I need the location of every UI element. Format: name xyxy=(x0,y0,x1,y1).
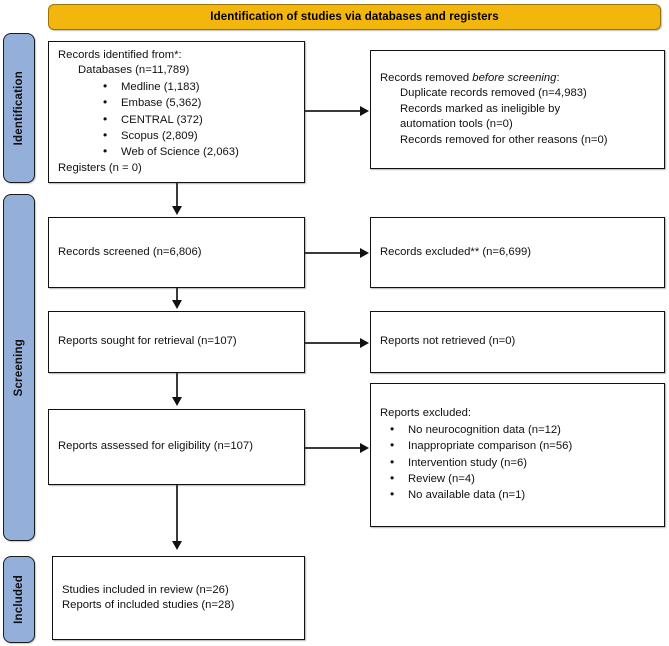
bullet-icon: • xyxy=(103,144,108,159)
connector-screened-to-excluded xyxy=(305,252,362,254)
box-studies-included-body: Studies included in review (n=26) Report… xyxy=(53,583,304,614)
reports-excluded-heading: Reports excluded: xyxy=(380,407,472,420)
box-records-removed: Records removed before screening: Duplic… xyxy=(370,50,665,169)
box-records-identified: Records identified from*: Databases (n=1… xyxy=(48,41,305,183)
connector-sought-to-not-retrieved xyxy=(305,342,362,344)
records-screened-text: Records screened (n=6,806) xyxy=(58,245,202,258)
exclusion-reason-label: Inappropriate comparison (n=56) xyxy=(408,440,573,453)
studies-included-line1: Studies included in review (n=26) xyxy=(62,583,229,596)
database-source-item: • Web of Science (2,063) xyxy=(58,144,295,160)
exclusion-reason-item: • Review (n=4) xyxy=(380,471,655,487)
database-source-label: Web of Science (2,063) xyxy=(121,146,239,159)
box-records-identified-body: Records identified from*: Databases (n=1… xyxy=(49,48,304,176)
arrow-assessed-to-reports-excluded xyxy=(360,443,369,453)
connector-sought-to-assessed xyxy=(176,373,178,399)
bullet-icon: • xyxy=(103,127,108,142)
box-records-excluded: Records excluded** (n=6,699) xyxy=(370,217,665,288)
box-reports-excluded-reasons-body: Reports excluded: • No neurocognition da… xyxy=(371,406,664,503)
box-studies-included: Studies included in review (n=26) Report… xyxy=(52,556,305,640)
records-excluded-text: Records excluded** (n=6,699) xyxy=(380,245,532,258)
bullet-icon: • xyxy=(390,421,395,436)
arrow-sought-to-not-retrieved xyxy=(360,338,369,348)
box-reports-not-retrieved-body: Reports not retrieved (n=0) xyxy=(371,334,664,349)
box-records-screened-body: Records screened (n=6,806) xyxy=(49,245,304,260)
exclusion-reason-item: • Intervention study (n=6) xyxy=(380,455,655,471)
database-source-label: Medline (1,183) xyxy=(121,80,200,93)
connector-identified-to-removed xyxy=(305,110,362,112)
database-source-label: Embase (5,362) xyxy=(121,97,202,110)
arrow-screened-to-excluded xyxy=(360,248,369,258)
arrow-identified-to-removed xyxy=(360,106,369,116)
records-removed-line: Records removed for other reasons (n=0) xyxy=(400,133,608,146)
connector-screened-to-sought xyxy=(176,288,178,302)
bullet-icon: • xyxy=(390,438,395,453)
connector-assessed-to-reports-excluded xyxy=(305,447,362,449)
studies-included-line2: Reports of included studies (n=28) xyxy=(62,599,235,611)
exclusion-reason-label: No neurocognition data (n=12) xyxy=(408,423,561,436)
records-identified-registers: Registers (n = 0) xyxy=(58,161,142,174)
box-records-screened: Records screened (n=6,806) xyxy=(48,217,305,288)
stage-screening-text: Screening xyxy=(13,338,25,397)
reports-not-retrieved-text: Reports not retrieved (n=0) xyxy=(380,335,516,348)
bullet-icon: • xyxy=(390,470,395,485)
stage-identification-text: Identification xyxy=(13,70,25,146)
arrow-sought-to-assessed xyxy=(172,397,182,406)
reports-assessed-text: Reports assessed for eligibility (n=107) xyxy=(58,440,253,453)
bullet-icon: • xyxy=(103,78,108,93)
records-identified-databases: Databases (n=11,789) xyxy=(78,64,190,77)
exclusion-reason-item: • No neurocognition data (n=12) xyxy=(380,422,655,438)
records-removed-heading-tail: : xyxy=(556,71,560,84)
database-source-item: • Embase (5,362) xyxy=(58,95,295,111)
bullet-icon: • xyxy=(390,487,395,502)
exclusion-reason-label: No available data (n=1) xyxy=(408,489,526,502)
exclusion-reason-item: • No available data (n=1) xyxy=(380,487,655,503)
arrow-assessed-to-included xyxy=(172,541,182,550)
reports-sought-text: Reports sought for retrieval (n=107) xyxy=(58,335,237,348)
database-source-label: Scopus (2,809) xyxy=(121,129,198,142)
database-source-label: CENTRAL (372) xyxy=(121,113,203,126)
stage-label-screening: Screening xyxy=(3,194,35,541)
exclusion-reason-label: Intervention study (n=6) xyxy=(408,456,527,469)
box-reports-not-retrieved: Reports not retrieved (n=0) xyxy=(370,311,665,373)
diagram-title-banner: Identification of studies via databases … xyxy=(48,4,661,30)
records-identified-heading: Records identified from*: xyxy=(58,48,182,61)
stage-label-identification: Identification xyxy=(3,33,35,183)
bullet-icon: • xyxy=(103,111,108,126)
box-reports-assessed-body: Reports assessed for eligibility (n=107) xyxy=(49,439,304,454)
connector-assessed-to-included xyxy=(176,485,178,542)
records-removed-heading-plain: Records removed xyxy=(380,71,473,84)
page-title: Identification of studies via databases … xyxy=(210,11,499,23)
stage-label-included: Included xyxy=(3,556,35,643)
records-removed-heading: Records removed before screening: xyxy=(380,71,655,86)
bullet-icon: • xyxy=(103,95,108,110)
stage-included-text: Included xyxy=(13,575,25,624)
arrow-screened-to-sought xyxy=(172,300,182,309)
box-reports-excluded-reasons: Reports excluded: • No neurocognition da… xyxy=(370,383,665,527)
records-removed-line: Duplicate records removed (n=4,983) xyxy=(400,87,587,100)
box-reports-sought: Reports sought for retrieval (n=107) xyxy=(48,311,305,373)
box-reports-sought-body: Reports sought for retrieval (n=107) xyxy=(49,334,304,349)
records-removed-heading-italic: before screening xyxy=(472,71,557,84)
records-removed-line: automation tools (n=0) xyxy=(400,118,513,131)
database-source-item: • CENTRAL (372) xyxy=(58,112,295,128)
box-records-excluded-body: Records excluded** (n=6,699) xyxy=(371,245,664,260)
box-reports-assessed: Reports assessed for eligibility (n=107) xyxy=(48,409,305,485)
database-source-item: • Scopus (2,809) xyxy=(58,128,295,144)
exclusion-reason-label: Review (n=4) xyxy=(408,472,475,485)
exclusion-reason-item: • Inappropriate comparison (n=56) xyxy=(380,438,655,454)
database-source-item: • Medline (1,183) xyxy=(58,79,295,95)
records-removed-line: Records marked as ineligible by xyxy=(400,102,561,115)
bullet-icon: • xyxy=(390,454,395,469)
arrow-identified-to-screened xyxy=(172,206,182,215)
connector-identified-to-screened xyxy=(176,183,178,208)
box-records-removed-body: Records removed before screening: Duplic… xyxy=(371,71,664,148)
